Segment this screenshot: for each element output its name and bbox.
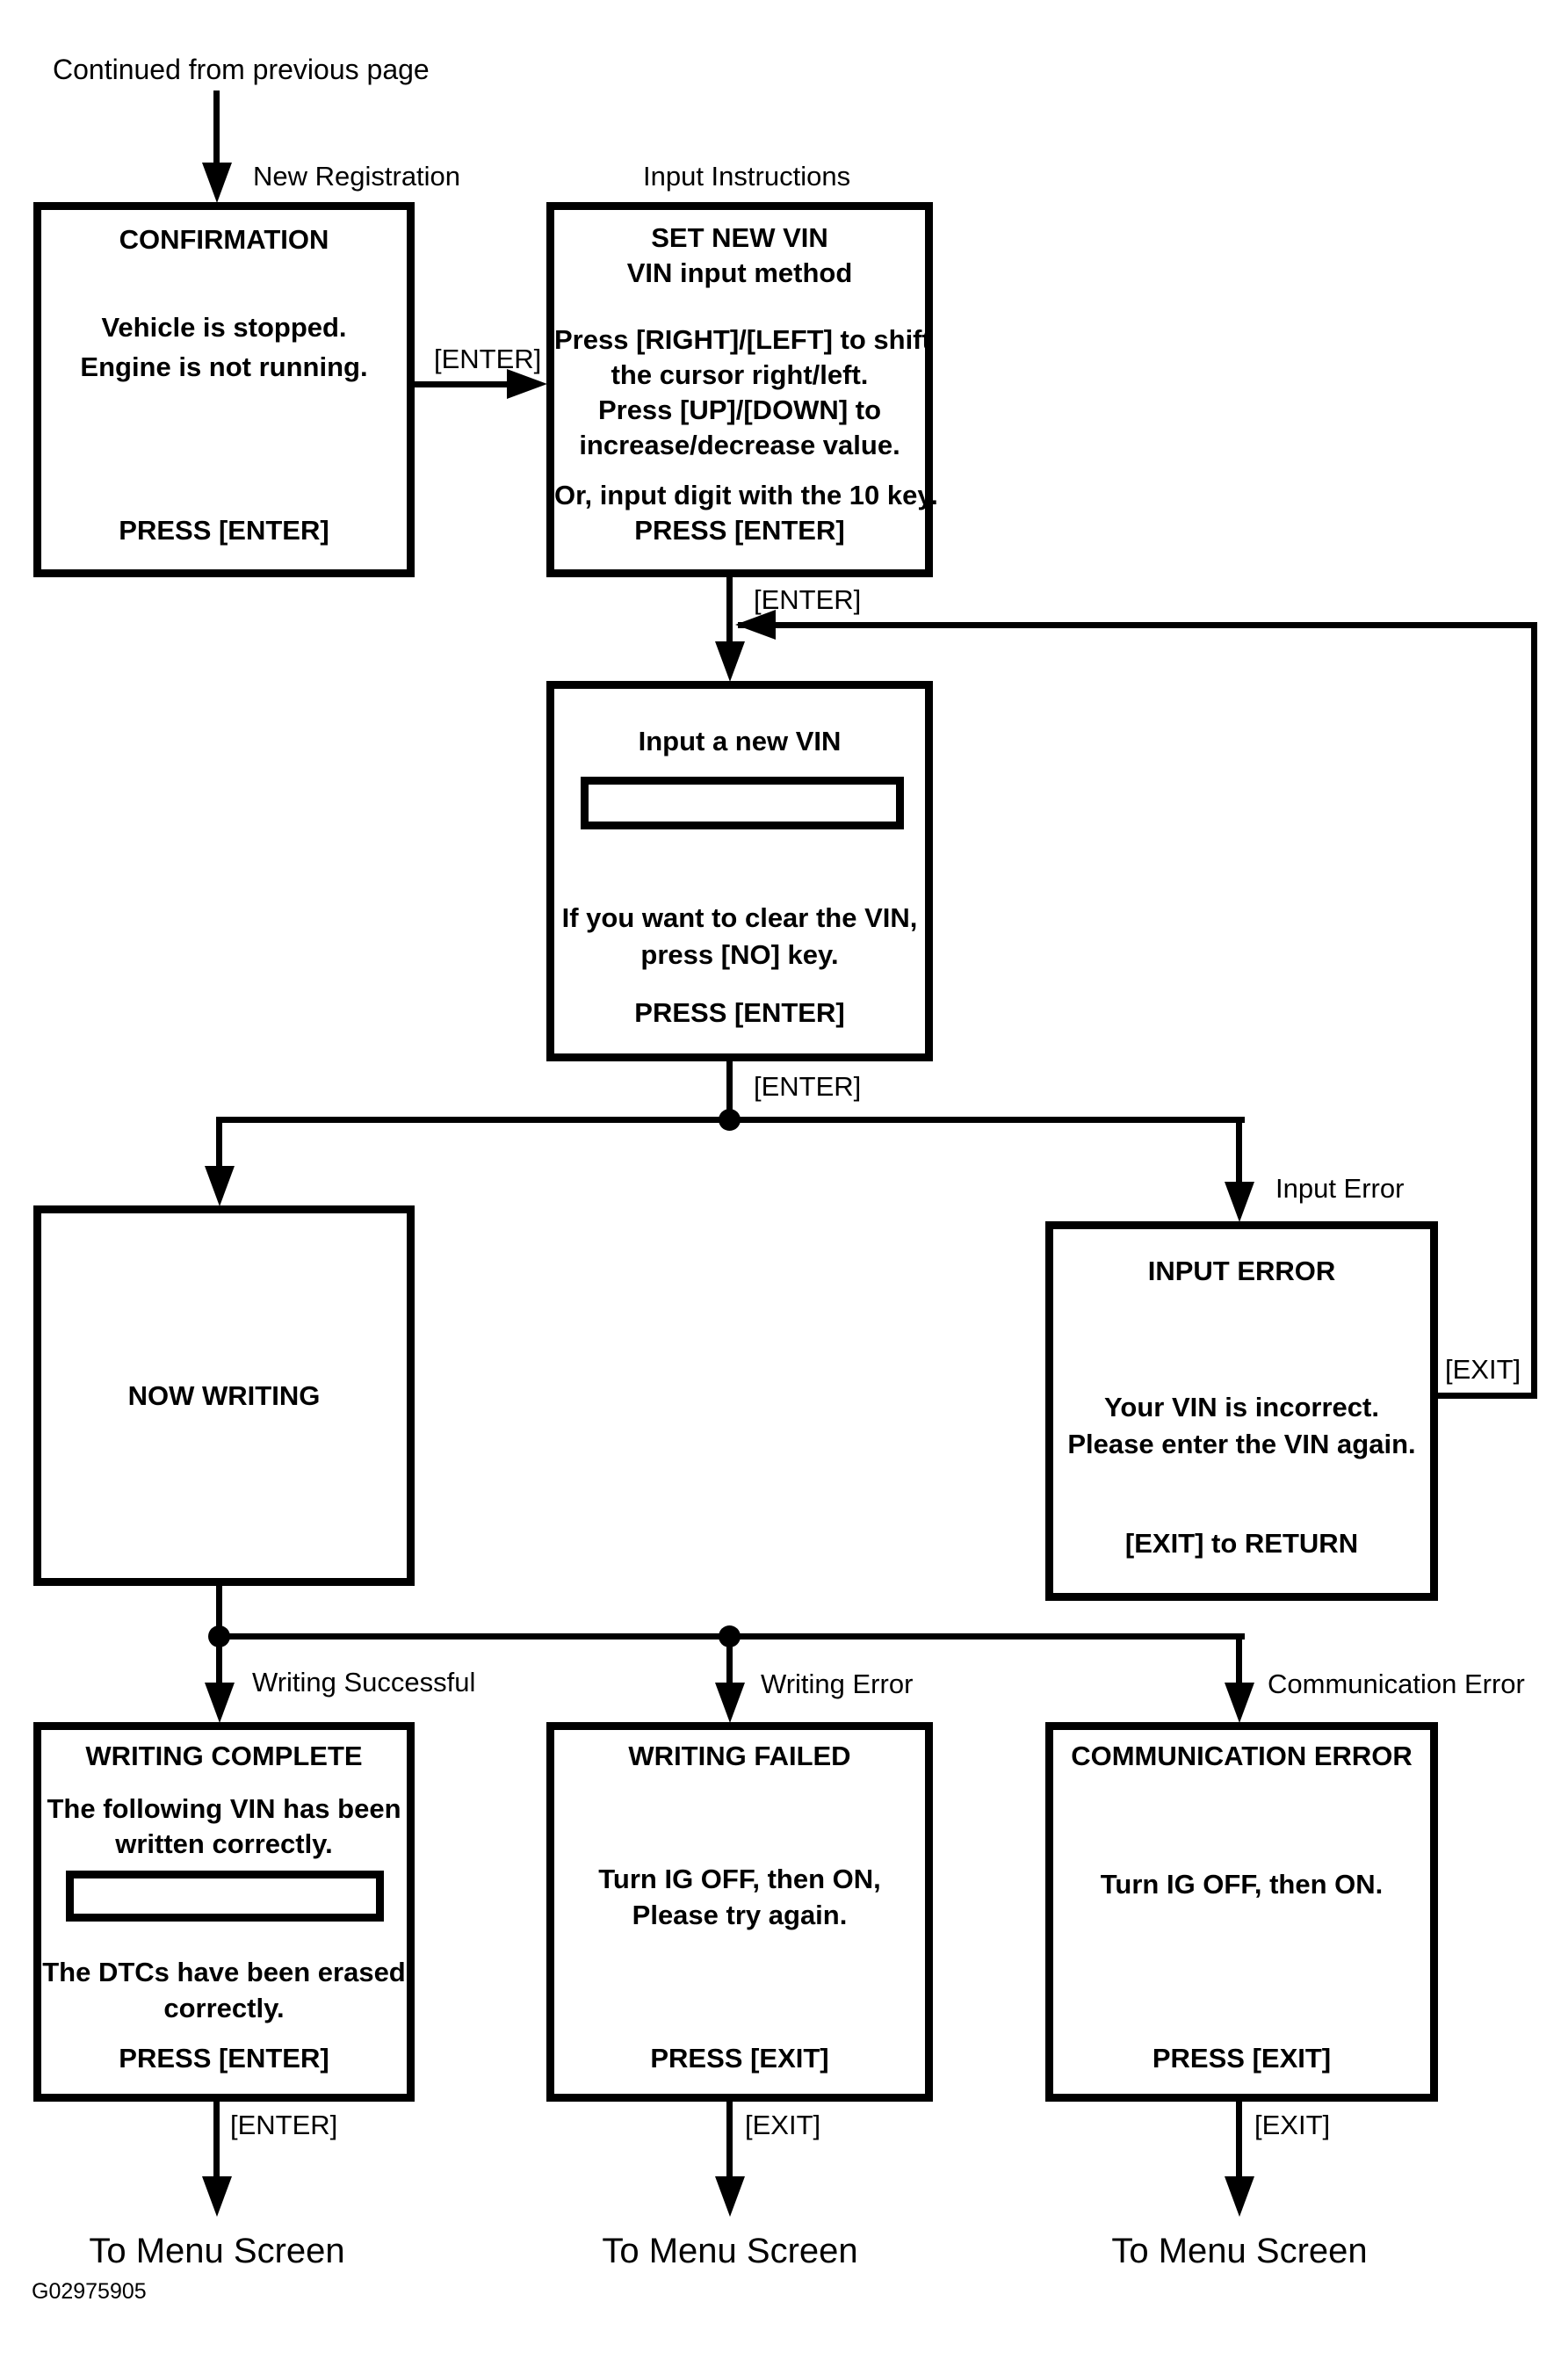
communication-error-screen-box: COMMUNICATION ERROR Turn IG OFF, then ON…	[1045, 1722, 1438, 2102]
input-instructions-label: Input Instructions	[643, 161, 851, 192]
enter-connector-row1	[415, 381, 508, 387]
confirmation-screen-box: CONFIRMATION Vehicle is stopped. Engine …	[33, 202, 415, 577]
enter-label-col2: [ENTER]	[754, 584, 862, 615]
exit-return-connector	[1434, 1393, 1537, 1399]
to-menu-screen-label-2: To Menu Screen	[602, 2232, 858, 2270]
writing-error-arrowhead-icon	[715, 1683, 745, 1723]
input-error-line2: Please enter the VIN again.	[1067, 1429, 1416, 1459]
input-error-screen-box: INPUT ERROR Your VIN is incorrect. Pleas…	[1045, 1221, 1438, 1601]
writing-complete-title: WRITING COMPLETE	[85, 1741, 363, 1771]
set-new-vin-title: SET NEW VIN	[651, 222, 828, 253]
entry-connector-line	[213, 90, 220, 171]
confirmation-title: CONFIRMATION	[119, 224, 329, 255]
set-new-vin-screen-box: SET NEW VIN VIN input method Press [RIGH…	[546, 202, 938, 577]
set-new-vin-line4: increase/decrease value.	[579, 430, 900, 460]
enter-connector-col2-top	[726, 577, 733, 644]
exit-label-bottom-1: [EXIT]	[745, 2110, 821, 2140]
input-error-connector	[1236, 1117, 1242, 1185]
input-error-arrowhead-icon	[1225, 1182, 1254, 1222]
communication-error-label: Communication Error	[1268, 1668, 1525, 1699]
to-menu-connector-3	[1236, 2102, 1242, 2181]
writing-complete-footer: PRESS [ENTER]	[119, 2043, 329, 2074]
writing-successful-label: Writing Successful	[252, 1667, 476, 1697]
to-menu-arrowhead-3-icon	[1225, 2176, 1254, 2217]
set-new-vin-line3: Press [UP]/[DOWN] to	[597, 394, 882, 425]
communication-error-title: COMMUNICATION ERROR	[1071, 1741, 1413, 1771]
writing-failed-title: WRITING FAILED	[628, 1741, 851, 1771]
return-arrowhead-left-icon	[735, 610, 776, 640]
exit-label-bottom-2: [EXIT]	[1254, 2110, 1331, 2140]
writing-failed-line2: Please try again.	[632, 1900, 848, 1930]
writing-complete-line4: correctly.	[163, 1993, 285, 2023]
writing-complete-line2: written correctly.	[115, 1828, 333, 1859]
to-menu-screen-label-1: To Menu Screen	[89, 2232, 345, 2270]
writing-complete-screen-box: WRITING COMPLETE The following VIN has b…	[33, 1722, 415, 2102]
now-writing-connector	[216, 1117, 222, 1171]
vin-written-field	[66, 1871, 384, 1922]
input-new-vin-line2: press [NO] key.	[640, 939, 839, 970]
confirmation-line1: Vehicle is stopped.	[101, 312, 347, 343]
writing-failed-screen-box: WRITING FAILED Turn IG OFF, then ON, Ple…	[546, 1722, 933, 2102]
communication-error-footer: PRESS [EXIT]	[1152, 2043, 1332, 2074]
to-menu-arrowhead-2-icon	[715, 2176, 745, 2217]
set-new-vin-subtitle: VIN input method	[626, 257, 853, 288]
communication-error-line1: Turn IG OFF, then ON.	[1100, 1869, 1384, 1900]
input-new-vin-footer: PRESS [ENTER]	[634, 997, 845, 1028]
enter-connector-col2-bottom	[726, 1061, 733, 1123]
vin-input-field	[581, 777, 904, 829]
set-new-vin-line1: Press [RIGHT]/[LEFT] to shift	[554, 324, 931, 355]
set-new-vin-line2: the cursor right/left.	[611, 359, 869, 390]
writing-failed-line1: Turn IG OFF, then ON,	[598, 1864, 881, 1894]
confirmation-line2: Engine is not running.	[80, 351, 368, 382]
return-connector-horizontal	[738, 622, 1537, 628]
new-registration-label: New Registration	[253, 161, 461, 192]
writing-complete-line1: The following VIN has been	[47, 1793, 401, 1824]
input-new-vin-title: Input a new VIN	[638, 726, 842, 756]
input-error-title: INPUT ERROR	[1147, 1256, 1336, 1286]
exit-return-label: [EXIT]	[1445, 1354, 1521, 1385]
to-menu-screen-label-3: To Menu Screen	[1111, 2232, 1368, 2270]
input-error-label: Input Error	[1275, 1173, 1405, 1204]
set-new-vin-line5: Or, input digit with the 10 key.	[554, 480, 938, 510]
figure-id-label: G02975905	[32, 2279, 147, 2304]
junction-dot-1	[719, 1109, 741, 1131]
input-error-line1: Your VIN is incorrect.	[1104, 1392, 1379, 1422]
input-error-footer: [EXIT] to RETURN	[1124, 1528, 1359, 1559]
writing-failed-footer: PRESS [EXIT]	[650, 2043, 829, 2074]
enter-arrowhead-right-icon	[507, 369, 547, 399]
now-writing-arrowhead-icon	[205, 1166, 235, 1206]
writing-successful-arrowhead-icon	[205, 1683, 235, 1723]
set-new-vin-footer: PRESS [ENTER]	[634, 515, 845, 546]
writing-error-label: Writing Error	[761, 1668, 914, 1699]
communication-error-arrowhead-icon	[1225, 1683, 1254, 1723]
writing-error-connector	[726, 1633, 733, 1686]
return-connector-vertical	[1531, 622, 1537, 1399]
communication-error-connector	[1236, 1633, 1242, 1686]
enter-label-branch: [ENTER]	[754, 1071, 862, 1102]
enter-label-row1: [ENTER]	[434, 344, 542, 374]
now-writing-screen-box: NOW WRITING	[33, 1205, 415, 1586]
to-menu-connector-1	[213, 2102, 220, 2181]
confirmation-footer: PRESS [ENTER]	[119, 515, 329, 546]
continued-from-previous-page-label: Continued from previous page	[53, 54, 430, 85]
input-vin-arrowhead-icon	[715, 641, 745, 682]
enter-label-bottom: [ENTER]	[230, 2110, 338, 2140]
writing-successful-connector	[216, 1633, 222, 1686]
now-writing-title: NOW WRITING	[127, 1379, 321, 1411]
writing-result-connector	[216, 1586, 222, 1639]
entry-arrowhead-icon	[202, 163, 232, 203]
input-new-vin-line1: If you want to clear the VIN,	[561, 902, 918, 933]
to-menu-connector-2	[726, 2102, 733, 2181]
to-menu-arrowhead-1-icon	[202, 2176, 232, 2217]
writing-complete-line3: The DTCs have been erased	[42, 1957, 406, 1987]
input-new-vin-screen-box: Input a new VIN If you want to clear the…	[546, 681, 933, 1061]
